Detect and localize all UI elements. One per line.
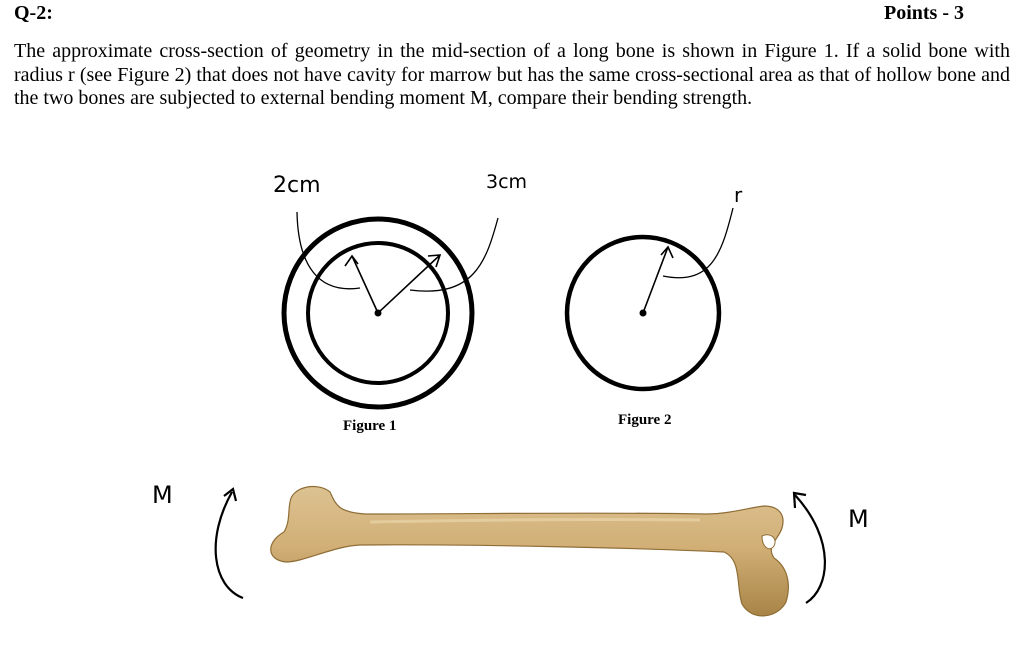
figure-1-caption: Figure 1 [343,418,396,434]
right-moment-label: M [848,505,869,533]
radius-label-leader [662,207,734,279]
figure-2-solid-section [564,207,734,392]
solid-radius-label: r [734,183,743,207]
moment-arrows [214,487,826,604]
question-number: Q-2: [14,2,53,24]
left-moment-label: M [152,481,173,509]
points-label: Points - 3 [884,2,964,24]
outer-radius-arrow [377,254,442,314]
figure-2-caption: Figure 2 [618,412,671,428]
femur-bone-shape [270,485,789,617]
femur-highlight [369,518,701,524]
figure-1-hollow-section [281,211,499,410]
solid-circle [564,234,722,392]
inner-radius-arrow [344,254,379,314]
femur-bone-illustration [270,485,789,617]
solid-radius-arrow [642,245,674,314]
femur-notch [761,534,776,550]
inner-label-leader [296,211,361,290]
inner-radius-label: 2cm [273,173,321,198]
question-text: The approximate cross-section of geometr… [14,40,1010,109]
inner-circle [306,241,450,385]
outer-radius-label: 3cm [486,171,527,193]
left-moment-arrow [214,487,244,600]
right-moment-arrow [792,491,826,604]
outer-circle [281,216,475,410]
outer-label-leader [409,217,499,292]
